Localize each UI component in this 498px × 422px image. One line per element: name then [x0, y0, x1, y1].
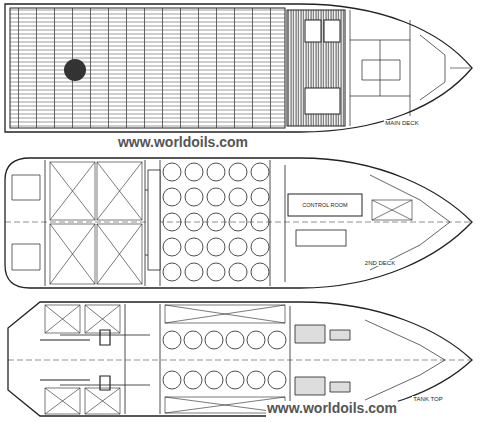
accommodation [350, 10, 445, 126]
view-label: TANK TOP [412, 396, 443, 403]
tank-circle [163, 163, 181, 181]
tank-circle [251, 263, 269, 281]
tank-circle [247, 331, 265, 349]
compartment [372, 200, 412, 220]
tank-circle [207, 188, 225, 206]
tank-circle [229, 188, 247, 206]
centerline [5, 222, 470, 223]
tank-circle [247, 371, 265, 389]
tank-circle [163, 188, 181, 206]
tank-circle [205, 331, 223, 349]
shafting [40, 330, 110, 390]
tank-circle [163, 213, 181, 231]
tank-circle [229, 213, 247, 231]
main-engines [295, 325, 350, 395]
cargo-tanks [163, 331, 286, 389]
view-label: 2ND DECK [364, 260, 396, 267]
forward-compartment [370, 175, 450, 270]
tank-circle [185, 213, 203, 231]
tank-circle [229, 238, 247, 256]
deck-opening [305, 88, 340, 114]
bulkheads [60, 304, 290, 414]
compartment [85, 305, 120, 333]
tank-circle [251, 163, 269, 181]
tank-circle [226, 371, 244, 389]
tank-circle [251, 188, 269, 206]
tank-circle [268, 331, 286, 349]
compartment [85, 388, 120, 414]
centerline [450, 68, 470, 69]
compartment [165, 305, 285, 323]
compartment [50, 224, 95, 284]
control-room [288, 194, 362, 216]
tank-circle [207, 163, 225, 181]
tank-top-hull [8, 302, 472, 416]
bulkheads [45, 160, 285, 286]
forward-compartment [365, 320, 445, 400]
main-deck-hull [5, 4, 472, 132]
tank-circle [251, 238, 269, 256]
deck-mark [64, 59, 86, 81]
tank-compartments [45, 305, 285, 414]
second-deck-hull [5, 158, 472, 288]
tank-circle [184, 331, 202, 349]
tank-circle [163, 263, 181, 281]
tank-circle [207, 263, 225, 281]
tank-circle [229, 163, 247, 181]
tank-circle [207, 213, 225, 231]
tank-circle [163, 331, 181, 349]
trunk [148, 170, 160, 270]
centerline [8, 360, 470, 361]
cargo-deck-grid [10, 8, 285, 128]
tank-compartments [50, 162, 412, 284]
tank-circle [185, 238, 203, 256]
tank-circle [229, 263, 247, 281]
engine-room-space [296, 230, 346, 246]
steering-gear [12, 175, 40, 270]
deck-opening [324, 20, 340, 42]
tank-circle [205, 371, 223, 389]
cargo-tanks [163, 163, 269, 281]
tank-circle [185, 163, 203, 181]
tank-circle [268, 371, 286, 389]
tank-circle [226, 331, 244, 349]
compartment [45, 305, 80, 333]
tank-circle [185, 188, 203, 206]
view-label: MAIN DECK [384, 120, 419, 127]
tank-circle [184, 371, 202, 389]
watermark: www.worldoils.com [266, 401, 398, 416]
compartment [45, 388, 80, 414]
tank-circle [163, 371, 181, 389]
compartment [50, 162, 95, 220]
hatch-cover [287, 10, 345, 126]
view-label: CONTROL ROOM [301, 202, 348, 208]
tank-circle [251, 213, 269, 231]
compartment [97, 162, 142, 220]
tank-circle [207, 238, 225, 256]
watermark: www.worldoils.com [117, 135, 249, 150]
compartment [97, 224, 142, 284]
tank-circle [163, 238, 181, 256]
deck-opening [305, 20, 321, 42]
tank-circle [185, 263, 203, 281]
